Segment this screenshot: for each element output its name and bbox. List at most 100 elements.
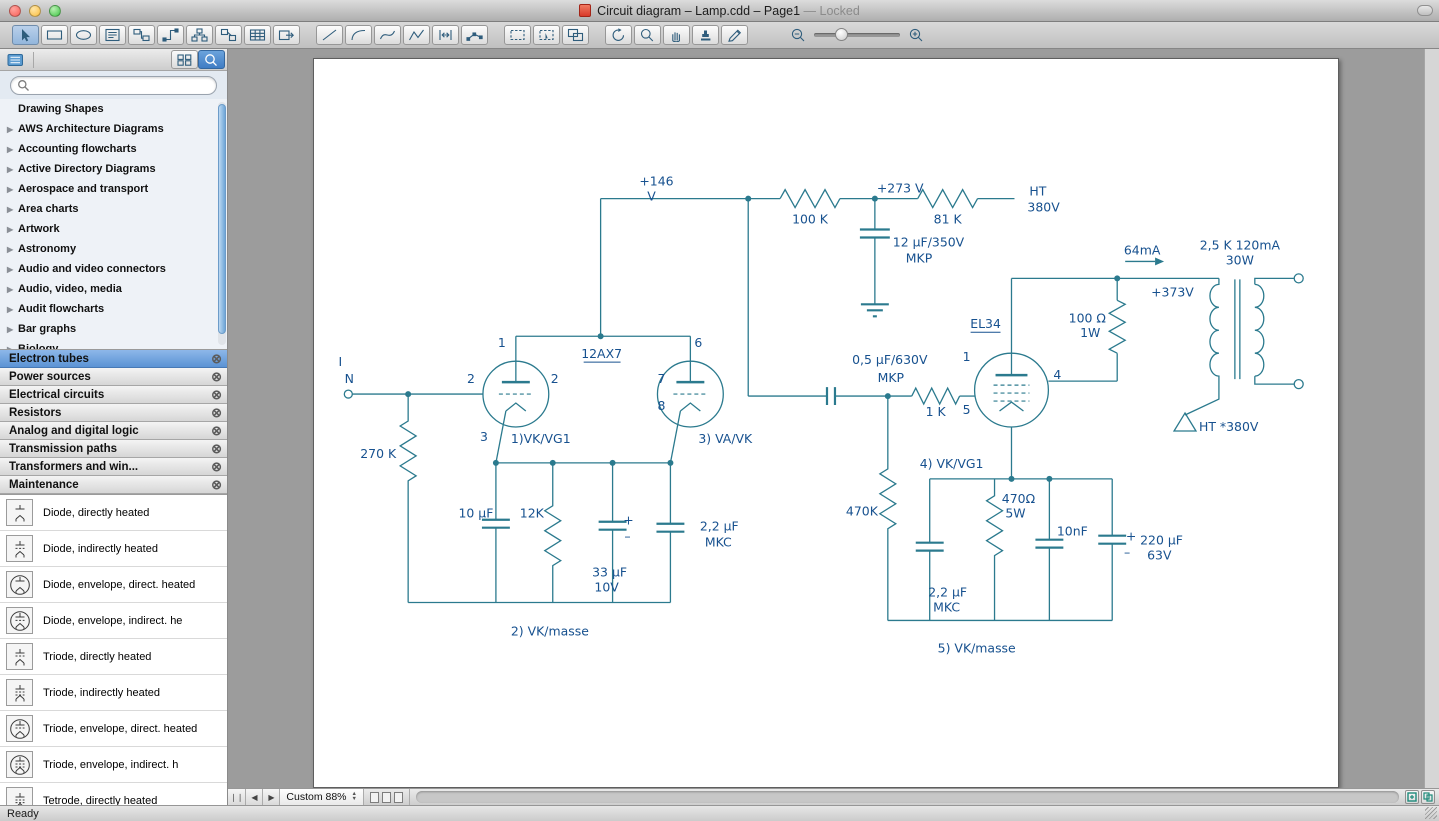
minimize-window-icon[interactable] — [29, 5, 41, 17]
disclosure-triangle-icon[interactable]: ▶ — [7, 165, 18, 174]
shape-item[interactable]: Triode, directly heated — [0, 639, 227, 675]
library-item[interactable]: ▶Aerospace and transport — [0, 179, 227, 199]
library-item[interactable]: ▶Audio, video, media — [0, 279, 227, 299]
disclosure-triangle-icon[interactable]: ▶ — [7, 285, 18, 294]
zoom-out-icon[interactable] — [790, 28, 806, 42]
toolbar-toggle-icon[interactable] — [1417, 5, 1433, 16]
pages-icon[interactable] — [1421, 790, 1435, 804]
close-library-icon[interactable]: ⊗ — [211, 478, 222, 491]
tree-connector-tool-button[interactable] — [128, 25, 155, 45]
shape-item[interactable]: Diode, envelope, direct. heated — [0, 567, 227, 603]
library-item[interactable]: ▶Area charts — [0, 199, 227, 219]
tube-shape-icon[interactable] — [6, 499, 33, 526]
vertical-scrollbar[interactable] — [1424, 49, 1439, 788]
disclosure-triangle-icon[interactable]: ▶ — [7, 305, 18, 314]
text-tool-button[interactable] — [99, 25, 126, 45]
close-library-icon[interactable]: ⊗ — [211, 406, 222, 419]
close-window-icon[interactable] — [9, 5, 21, 17]
library-item[interactable]: ▶Bar graphs — [0, 319, 227, 339]
open-library-item[interactable]: Electrical circuits⊗ — [0, 386, 227, 404]
tube-shape-icon[interactable] — [6, 715, 33, 742]
close-library-icon[interactable]: ⊗ — [211, 370, 222, 383]
library-scrollbar-thumb[interactable] — [218, 104, 226, 334]
search-input[interactable] — [34, 79, 210, 91]
ellipse-tool-button[interactable] — [70, 25, 97, 45]
open-library-item[interactable]: Analog and digital logic⊗ — [0, 422, 227, 440]
disclosure-triangle-icon[interactable]: ▶ — [7, 345, 18, 350]
window-resize-grip[interactable] — [1425, 807, 1437, 819]
smart-connector-tool-button[interactable] — [157, 25, 184, 45]
shape-item[interactable]: Diode, envelope, indirect. he — [0, 603, 227, 639]
library-item[interactable]: ▶AWS Architecture Diagrams — [0, 119, 227, 139]
splitter-button[interactable]: ❘❘ — [228, 789, 246, 805]
tube-shape-icon[interactable] — [6, 751, 33, 778]
tube-shape-icon[interactable] — [6, 787, 33, 805]
stamp-tool-button[interactable] — [692, 25, 719, 45]
page-view-icon[interactable] — [394, 792, 403, 803]
close-library-icon[interactable]: ⊗ — [211, 352, 222, 365]
page[interactable]: +146V100 K+273 V81 KHT380V12 µF/350VMKP6… — [313, 58, 1339, 788]
library-item[interactable]: ▶Audio and video connectors — [0, 259, 227, 279]
open-library-item[interactable]: Transmission paths⊗ — [0, 440, 227, 458]
zoom-slider[interactable] — [814, 33, 900, 37]
grid-view-icon[interactable] — [171, 50, 198, 69]
disclosure-triangle-icon[interactable]: ▶ — [7, 245, 18, 254]
multi-shape-tool-button[interactable] — [215, 25, 242, 45]
marquee-select-tool-button[interactable] — [504, 25, 531, 45]
search-field[interactable] — [10, 76, 217, 95]
shape-item[interactable]: Tetrode, directly heated — [0, 783, 227, 805]
library-item[interactable]: ▶Active Directory Diagrams — [0, 159, 227, 179]
zoom-tool-tool-button[interactable] — [634, 25, 661, 45]
open-library-item[interactable]: Resistors⊗ — [0, 404, 227, 422]
library-scrollbar[interactable] — [218, 102, 226, 345]
horizontal-scrollbar[interactable] — [416, 791, 1399, 803]
close-library-icon[interactable]: ⊗ — [211, 388, 222, 401]
arc-tool-button[interactable] — [345, 25, 372, 45]
org-chart-tool-button[interactable] — [186, 25, 213, 45]
insert-object-tool-button[interactable] — [273, 25, 300, 45]
zoom-in-icon[interactable] — [908, 28, 924, 42]
library-item[interactable]: ▶Biology — [0, 339, 227, 349]
tube-shape-icon[interactable] — [6, 571, 33, 598]
tube-shape-icon[interactable] — [6, 679, 33, 706]
disclosure-triangle-icon[interactable]: ▶ — [7, 325, 18, 334]
edit-nodes-tool-button[interactable] — [461, 25, 488, 45]
page-view-icon[interactable] — [370, 792, 379, 803]
zoom-window-icon[interactable] — [49, 5, 61, 17]
rotate-tool-button[interactable] — [605, 25, 632, 45]
shape-item[interactable]: Diode, indirectly heated — [0, 531, 227, 567]
search-view-icon[interactable] — [198, 50, 225, 69]
group-shapes-tool-button[interactable] — [562, 25, 589, 45]
shape-item[interactable]: Triode, indirectly heated — [0, 675, 227, 711]
close-library-icon[interactable]: ⊗ — [211, 460, 222, 473]
titlebar[interactable]: Circuit diagram – Lamp.cdd – Page1 — Loc… — [0, 0, 1439, 22]
library-item[interactable]: Drawing Shapes — [0, 99, 227, 119]
disclosure-triangle-icon[interactable]: ▶ — [7, 145, 18, 154]
disclosure-triangle-icon[interactable]: ▶ — [7, 265, 18, 274]
tube-shape-icon[interactable] — [6, 607, 33, 634]
close-library-icon[interactable]: ⊗ — [211, 424, 222, 437]
disclosure-triangle-icon[interactable]: ▶ — [7, 225, 18, 234]
open-library-item[interactable]: Electron tubes⊗ — [0, 350, 227, 368]
zoom-level-control[interactable]: Custom 88% ▲▼ — [280, 789, 364, 805]
tube-shape-icon[interactable] — [6, 643, 33, 670]
open-library-item[interactable]: Transformers and win...⊗ — [0, 458, 227, 476]
disclosure-triangle-icon[interactable]: ▶ — [7, 185, 18, 194]
pencil-tool-button[interactable] — [721, 25, 748, 45]
zoom-slider-thumb[interactable] — [835, 28, 848, 41]
rectangle-tool-button[interactable] — [41, 25, 68, 45]
table-tool-button[interactable] — [244, 25, 271, 45]
library-item[interactable]: ▶Astronomy — [0, 239, 227, 259]
page-back-button[interactable]: ◀ — [246, 789, 263, 805]
split-connector-tool-button[interactable] — [432, 25, 459, 45]
open-library-item[interactable]: Maintenance⊗ — [0, 476, 227, 494]
pan-hand-tool-button[interactable] — [663, 25, 690, 45]
drawing-canvas[interactable]: +146V100 K+273 V81 KHT380V12 µF/350VMKP6… — [228, 49, 1439, 788]
shape-item[interactable]: Diode, directly heated — [0, 495, 227, 531]
page-view-icon[interactable] — [382, 792, 391, 803]
zoom-fit-icon[interactable] — [1405, 790, 1419, 804]
shape-item[interactable]: Triode, envelope, direct. heated — [0, 711, 227, 747]
library-item[interactable]: ▶Accounting flowcharts — [0, 139, 227, 159]
tube-shape-icon[interactable] — [6, 535, 33, 562]
lasso-select-tool-button[interactable] — [533, 25, 560, 45]
